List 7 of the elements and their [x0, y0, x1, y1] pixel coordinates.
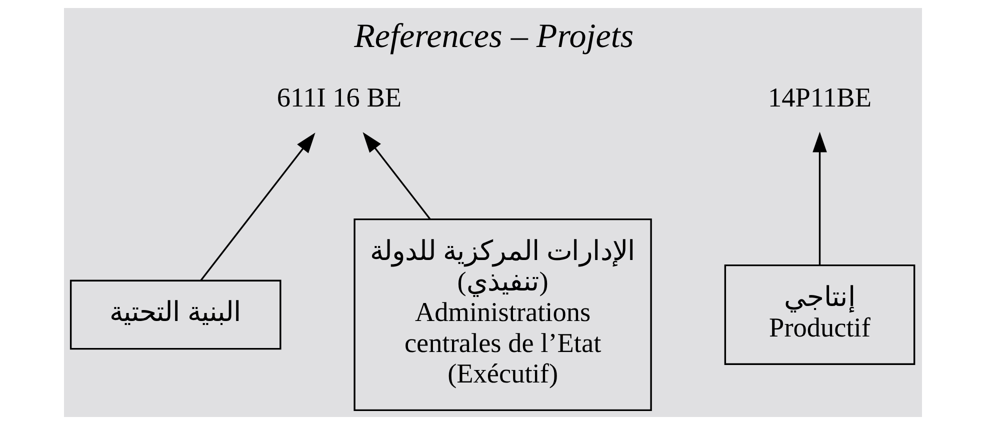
diagram-title: References – Projets [354, 18, 634, 56]
arrow [362, 132, 431, 220]
node-text: 611I 16 BE [276, 82, 402, 113]
arrow [200, 132, 316, 282]
arrow [812, 132, 827, 266]
node-text: 14P11BE [768, 82, 872, 113]
node-box: البنية التحتية [70, 280, 282, 350]
